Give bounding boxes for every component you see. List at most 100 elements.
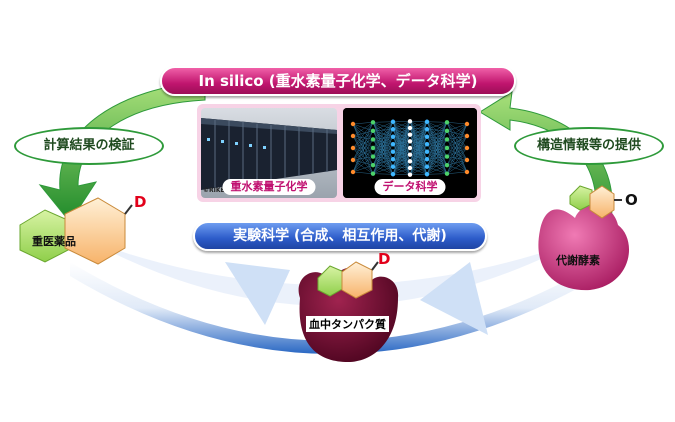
nn-edge xyxy=(392,151,411,155)
nn-node xyxy=(424,134,430,139)
nn-edge xyxy=(392,129,411,155)
nn-node xyxy=(390,157,396,162)
nn-edge xyxy=(392,121,411,175)
nn-edge xyxy=(426,136,448,174)
nn-node xyxy=(407,172,413,177)
nn-edge xyxy=(409,159,428,162)
nn-edge xyxy=(426,130,448,145)
nn-edge xyxy=(446,123,468,166)
nn-edge xyxy=(426,159,448,166)
nn-edge xyxy=(392,154,411,167)
nn-edge xyxy=(372,121,394,123)
nn-edge xyxy=(446,164,468,173)
nn-edge xyxy=(446,156,468,173)
nn-edge xyxy=(409,121,428,175)
nn-edge xyxy=(426,173,448,175)
nn-edge xyxy=(446,123,468,140)
metabolic-enzyme-label: 代謝酵素 xyxy=(556,254,600,267)
nn-edge xyxy=(372,159,394,166)
nn-edge xyxy=(446,139,468,173)
oxidized-molecule xyxy=(569,185,622,219)
nn-edge xyxy=(392,136,411,155)
nn-edge xyxy=(352,139,374,161)
nn-edge xyxy=(392,121,411,142)
nn-edge xyxy=(372,139,394,152)
nn-edge xyxy=(409,167,428,175)
nn-edge xyxy=(372,139,394,145)
nn-edge xyxy=(392,144,411,169)
nn-edge xyxy=(426,122,448,175)
nn-edge xyxy=(392,127,411,175)
nn-edge xyxy=(446,135,468,174)
nn-edge xyxy=(392,144,411,149)
nn-edge xyxy=(392,121,411,137)
nn-edge xyxy=(352,139,374,173)
nn-edge xyxy=(372,121,394,149)
nn-edge xyxy=(409,136,428,175)
nn-edge xyxy=(426,129,448,157)
nn-edge xyxy=(372,151,394,157)
nn-edge xyxy=(426,129,448,174)
nn-edge xyxy=(392,134,411,137)
nn-edge xyxy=(409,144,428,175)
nn-node xyxy=(464,145,470,151)
nn-edge xyxy=(446,123,468,132)
nn-edge xyxy=(392,129,411,169)
nn-edge xyxy=(352,171,374,174)
nn-node xyxy=(464,121,470,127)
nn-edge xyxy=(392,141,411,145)
nn-edge xyxy=(409,121,428,155)
nn-node xyxy=(390,164,396,169)
nn-edge xyxy=(392,147,411,152)
verify-results-label: 計算結果の検証 xyxy=(14,127,164,165)
nn-edge xyxy=(392,144,411,175)
nn-edge xyxy=(372,130,394,160)
nn-edge xyxy=(372,166,394,174)
nn-node xyxy=(444,162,450,168)
nn-edge xyxy=(446,156,468,161)
nn-edge xyxy=(446,123,468,174)
nn-edge xyxy=(409,121,428,145)
nn-edge xyxy=(392,129,411,162)
nn-node xyxy=(370,171,376,176)
nn-edge xyxy=(409,147,428,167)
nn-edge xyxy=(446,130,468,173)
nn-edge xyxy=(352,122,374,149)
nn-edge xyxy=(426,144,448,149)
nn-edge xyxy=(392,144,411,155)
nn-edge xyxy=(409,144,428,155)
nn-edge xyxy=(409,127,428,160)
nn-edge xyxy=(409,121,428,149)
nn-edge xyxy=(352,147,374,157)
nn-edge xyxy=(446,135,468,140)
nn-edge xyxy=(392,154,411,175)
nn-edge xyxy=(352,122,374,173)
nn-node xyxy=(370,128,376,134)
bound-bond xyxy=(371,261,379,271)
nn-edge xyxy=(409,129,428,142)
nn-edge xyxy=(426,144,448,166)
nn-node xyxy=(407,132,413,137)
nn-edge xyxy=(352,147,374,174)
nn-edge xyxy=(409,136,428,142)
nn-edge xyxy=(446,159,468,166)
heavy-drug-label: 重医薬品 xyxy=(32,235,76,248)
nn-edge xyxy=(426,144,448,157)
nn-edge xyxy=(426,156,448,175)
nn-edge xyxy=(352,123,374,166)
nn-edge xyxy=(372,139,394,167)
nn-node xyxy=(370,154,376,159)
nn-node xyxy=(407,125,413,131)
nn-node xyxy=(390,149,396,154)
nn-edge xyxy=(426,151,448,166)
nn-edge xyxy=(352,123,374,157)
nn-edge xyxy=(409,121,428,162)
nn-edge xyxy=(426,122,448,130)
nn-edge xyxy=(409,159,428,175)
nn-edge xyxy=(372,121,394,132)
nn-edge xyxy=(372,129,394,132)
nn-node xyxy=(444,120,450,125)
nn-edge xyxy=(372,139,394,160)
oxygen-mark: O xyxy=(625,191,638,209)
